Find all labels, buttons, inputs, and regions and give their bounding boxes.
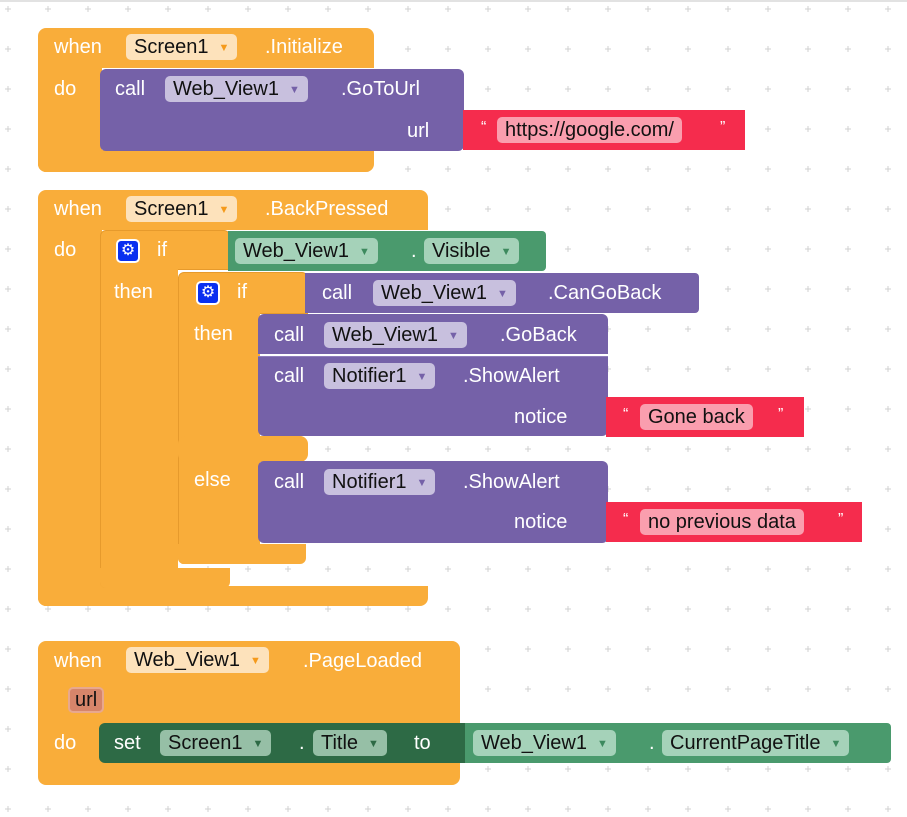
dropdown-value: CurrentPageTitle [670, 732, 821, 754]
component-dropdown[interactable]: Notifier1 ▼ [324, 363, 436, 389]
method-name: .ShowAlert [463, 471, 560, 493]
text-value[interactable]: https://google.com/ [497, 117, 682, 143]
close-quote-icon: ” [720, 119, 726, 136]
component-dropdown[interactable]: Web_View1 ▼ [373, 280, 516, 306]
component-dropdown[interactable]: Screen1 ▼ [160, 730, 272, 756]
dropdown-value: Notifier1 [332, 365, 407, 387]
dropdown-value: Title [321, 732, 359, 754]
dropdown-value: Web_View1 [134, 649, 240, 671]
setter-block-screen1-title[interactable] [99, 723, 465, 763]
event-parameter-url[interactable]: url [68, 687, 105, 713]
workspace-top-border [0, 0, 907, 2]
mutator-gear-icon[interactable]: ⚙ [196, 281, 220, 305]
dropdown-arrow-icon: ▼ [368, 737, 379, 750]
set-label: set [114, 732, 141, 754]
dropdown-arrow-icon: ▼ [252, 737, 264, 750]
method-name: .GoToUrl [341, 78, 420, 100]
open-quote-icon: “ [623, 511, 629, 528]
do-label: do [54, 239, 77, 261]
event-footer [38, 586, 428, 606]
method-name: .ShowAlert [463, 365, 560, 387]
event-name: .BackPressed [265, 198, 389, 220]
component-dropdown[interactable]: Notifier1 ▼ [324, 469, 436, 495]
component-dropdown[interactable]: Web_View1 ▼ [126, 647, 269, 673]
dropdown-value: Web_View1 [243, 240, 349, 262]
call-label: call [322, 282, 353, 304]
dropdown-arrow-icon: ▼ [359, 245, 370, 258]
text-value[interactable]: Gone back [640, 404, 753, 430]
arg-name: notice [514, 406, 568, 428]
dropdown-value: Visible [432, 240, 491, 262]
if-label: if [237, 281, 247, 303]
event-name: .Initialize [265, 36, 343, 58]
when-label: when [54, 36, 102, 58]
dropdown-arrow-icon: ▼ [448, 329, 459, 342]
dropdown-arrow-icon: ▼ [497, 287, 508, 300]
dropdown-arrow-icon: ▼ [289, 83, 300, 96]
dropdown-arrow-icon: ▼ [500, 245, 512, 258]
method-name: .GoBack [500, 324, 577, 346]
text-value[interactable]: no previous data [640, 509, 804, 535]
dropdown-value: Screen1 [134, 198, 209, 220]
open-quote-icon: “ [481, 119, 487, 136]
dropdown-value: Screen1 [134, 36, 209, 58]
dropdown-value: Notifier1 [332, 471, 407, 493]
when-label: when [54, 198, 102, 220]
dropdown-arrow-icon: ▼ [218, 203, 230, 216]
component-dropdown[interactable]: Web_View1 ▼ [473, 730, 616, 756]
dropdown-value: Web_View1 [381, 282, 487, 304]
if-block-outer-side [100, 268, 178, 588]
call-label: call [274, 324, 305, 346]
property-dropdown[interactable]: CurrentPageTitle ▼ [662, 730, 850, 756]
dropdown-arrow-icon: ▼ [218, 41, 230, 54]
property-dropdown[interactable]: Visible ▼ [424, 238, 520, 264]
call-label: call [274, 365, 305, 387]
dropdown-value: Web_View1 [481, 732, 587, 754]
arg-name: notice [514, 511, 568, 533]
close-quote-icon: ” [838, 511, 844, 528]
event-footer [38, 150, 374, 172]
if-label: if [157, 239, 167, 261]
dropdown-arrow-icon: ▼ [830, 737, 842, 750]
then-label: then [114, 281, 153, 303]
close-quote-icon: ” [778, 406, 784, 423]
else-label: else [194, 469, 231, 491]
component-dropdown[interactable]: Web_View1 ▼ [165, 76, 308, 102]
component-dropdown[interactable]: Screen1 ▼ [126, 196, 238, 222]
open-quote-icon: “ [623, 406, 629, 423]
component-dropdown[interactable]: Web_View1 ▼ [235, 238, 378, 264]
to-label: to [414, 732, 431, 754]
dropdown-value: Web_View1 [332, 324, 438, 346]
property-dropdown[interactable]: Title ▼ [313, 730, 387, 756]
then-label: then [194, 323, 233, 345]
else-divider [178, 436, 308, 462]
call-label: call [274, 471, 305, 493]
call-label: call [115, 78, 146, 100]
dot-label: . [649, 732, 655, 754]
dropdown-value: Web_View1 [173, 78, 279, 100]
dropdown-arrow-icon: ▼ [416, 370, 428, 383]
dropdown-arrow-icon: ▼ [250, 654, 261, 667]
event-body-side [38, 228, 102, 606]
method-name: .CanGoBack [548, 282, 662, 304]
do-label: do [54, 78, 77, 100]
do-label: do [54, 732, 77, 754]
component-dropdown[interactable]: Screen1 ▼ [126, 34, 238, 60]
if-else-block-inner-footer [178, 544, 306, 564]
dot-label: . [411, 240, 417, 262]
dropdown-value: Screen1 [168, 732, 243, 754]
arg-name: url [407, 120, 430, 142]
mutator-gear-icon[interactable]: ⚙ [116, 239, 140, 263]
when-label: when [54, 650, 102, 672]
dropdown-arrow-icon: ▼ [416, 476, 428, 489]
dropdown-arrow-icon: ▼ [597, 737, 608, 750]
if-block-outer-footer [100, 568, 230, 588]
component-dropdown[interactable]: Web_View1 ▼ [324, 322, 467, 348]
event-name: .PageLoaded [303, 650, 423, 672]
dot-label: . [299, 732, 305, 754]
